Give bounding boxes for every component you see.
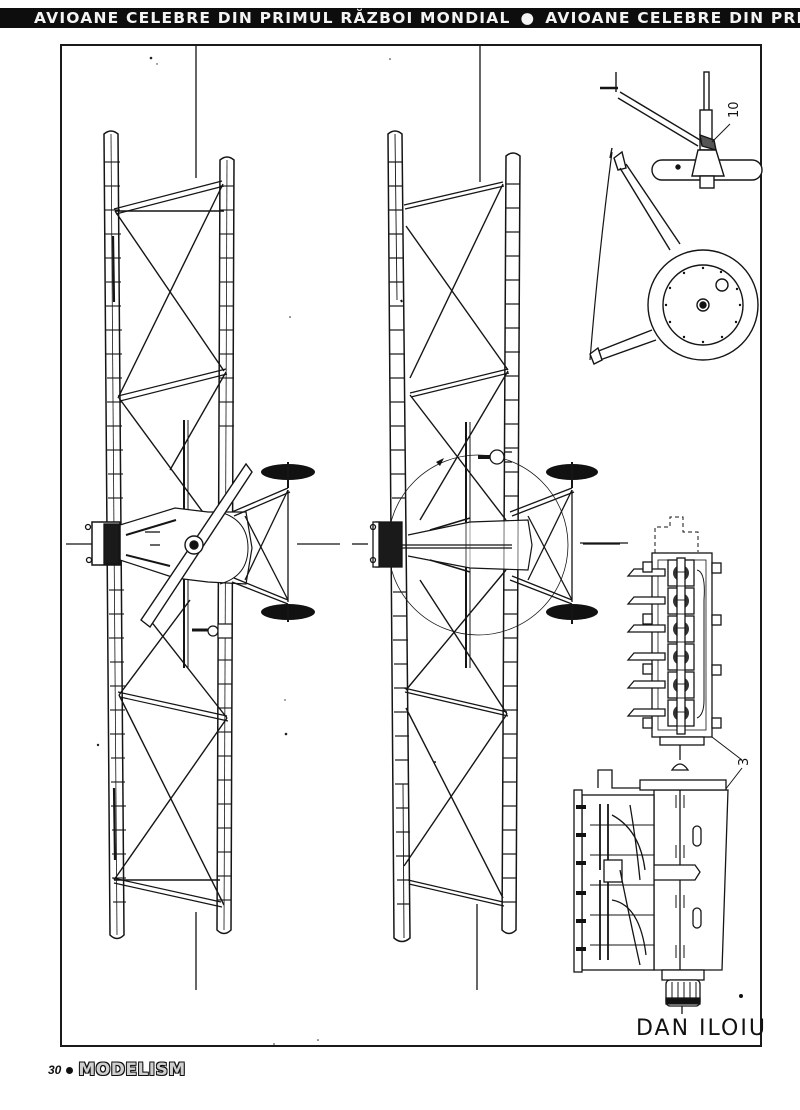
magazine-title: MODELISM — [78, 1060, 186, 1080]
engine-top-detail — [580, 516, 743, 761]
page-number: 30 — [48, 1063, 62, 1077]
banner-text: AVIOANE CELEBRE DIN PRIMUL RĂZBOI MONDIA… — [34, 9, 800, 27]
author-signature: DAN ILOIU — [636, 1016, 767, 1041]
landing-gear-bottom — [509, 462, 598, 624]
landing-gear-detail — [589, 71, 763, 365]
engine-side-detail — [573, 745, 743, 1014]
footer-separator-dot-icon — [66, 1066, 74, 1074]
radiator — [84, 521, 121, 566]
gear-callout-number: 10 — [727, 101, 742, 118]
banner-separator: ● — [520, 9, 536, 27]
banner-segment-2: AVIOANE CELEBRE DIN PRIMUL — [545, 9, 800, 27]
bottom-view-aircraft — [352, 46, 620, 990]
drawing-frame — [60, 44, 762, 1047]
landing-gear-top — [231, 462, 315, 622]
propeller — [140, 462, 253, 629]
page-footer: 30 MODELISM — [48, 1060, 186, 1080]
radiator-bottom — [369, 521, 403, 568]
banner-segment-1: AVIOANE CELEBRE DIN PRIMUL RĂZBOI MONDIA… — [34, 9, 511, 27]
engine-callout-number: 3 — [737, 758, 752, 766]
header-banner: AVIOANE CELEBRE DIN PRIMUL RĂZBOI MONDIA… — [0, 8, 800, 28]
top-view-aircraft — [66, 46, 340, 990]
scan-specks — [96, 56, 436, 1045]
